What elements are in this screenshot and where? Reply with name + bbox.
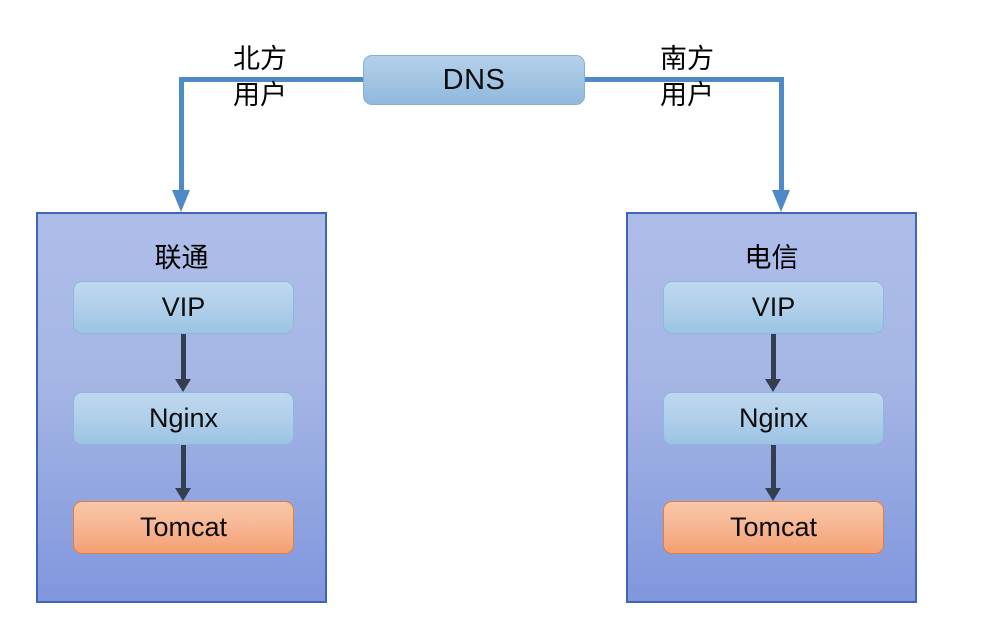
edge-label-north-users: 北方 用户: [200, 42, 320, 114]
edge-label-north-users-line1: 北方: [233, 44, 287, 75]
arrowhead-dns-to-telecom-icon: [772, 190, 790, 212]
service-node-tomcat-unicom[interactable]: Tomcat: [73, 501, 294, 554]
edge-label-north-users-line2: 用户: [233, 80, 287, 111]
provider-container-telecom[interactable]: 电信 VIP Nginx Tomcat: [626, 212, 917, 603]
service-node-tomcat-telecom[interactable]: Tomcat: [663, 501, 884, 554]
dns-node[interactable]: DNS: [363, 55, 585, 105]
edge-label-south-users-line2: 用户: [660, 80, 714, 111]
service-node-nginx-unicom-label: Nginx: [148, 403, 219, 433]
edge-label-south-users-line1: 南方: [660, 44, 714, 75]
service-node-nginx-telecom-label: Nginx: [738, 403, 809, 433]
provider-title-unicom: 联通: [154, 243, 209, 274]
service-node-vip-unicom[interactable]: VIP: [73, 281, 294, 334]
service-node-vip-telecom[interactable]: VIP: [663, 281, 884, 334]
connector-dns-to-telecom-horizontal: [583, 77, 784, 82]
service-node-tomcat-telecom-label: Tomcat: [729, 512, 818, 542]
provider-title-telecom: 电信: [744, 243, 799, 274]
service-node-vip-unicom-label: VIP: [161, 292, 206, 322]
provider-container-unicom[interactable]: 联通 VIP Nginx Tomcat: [36, 212, 327, 603]
edge-label-south-users: 南方 用户: [627, 42, 747, 114]
connector-dns-to-telecom-vertical: [779, 77, 784, 192]
arrowhead-dns-to-unicom-icon: [172, 190, 190, 212]
arrow-vip-to-nginx-unicom-icon: [175, 332, 191, 392]
arrow-vip-to-nginx-telecom-icon: [765, 332, 781, 392]
arrow-nginx-to-tomcat-telecom-icon: [765, 443, 781, 501]
dns-node-label: DNS: [442, 63, 506, 96]
connector-dns-to-unicom-horizontal: [179, 77, 365, 82]
service-node-nginx-unicom[interactable]: Nginx: [73, 392, 294, 445]
service-node-tomcat-unicom-label: Tomcat: [139, 512, 228, 542]
service-node-vip-telecom-label: VIP: [751, 292, 796, 322]
connector-dns-to-unicom-vertical: [179, 77, 184, 192]
service-node-nginx-telecom[interactable]: Nginx: [663, 392, 884, 445]
arrow-nginx-to-tomcat-unicom-icon: [175, 443, 191, 501]
